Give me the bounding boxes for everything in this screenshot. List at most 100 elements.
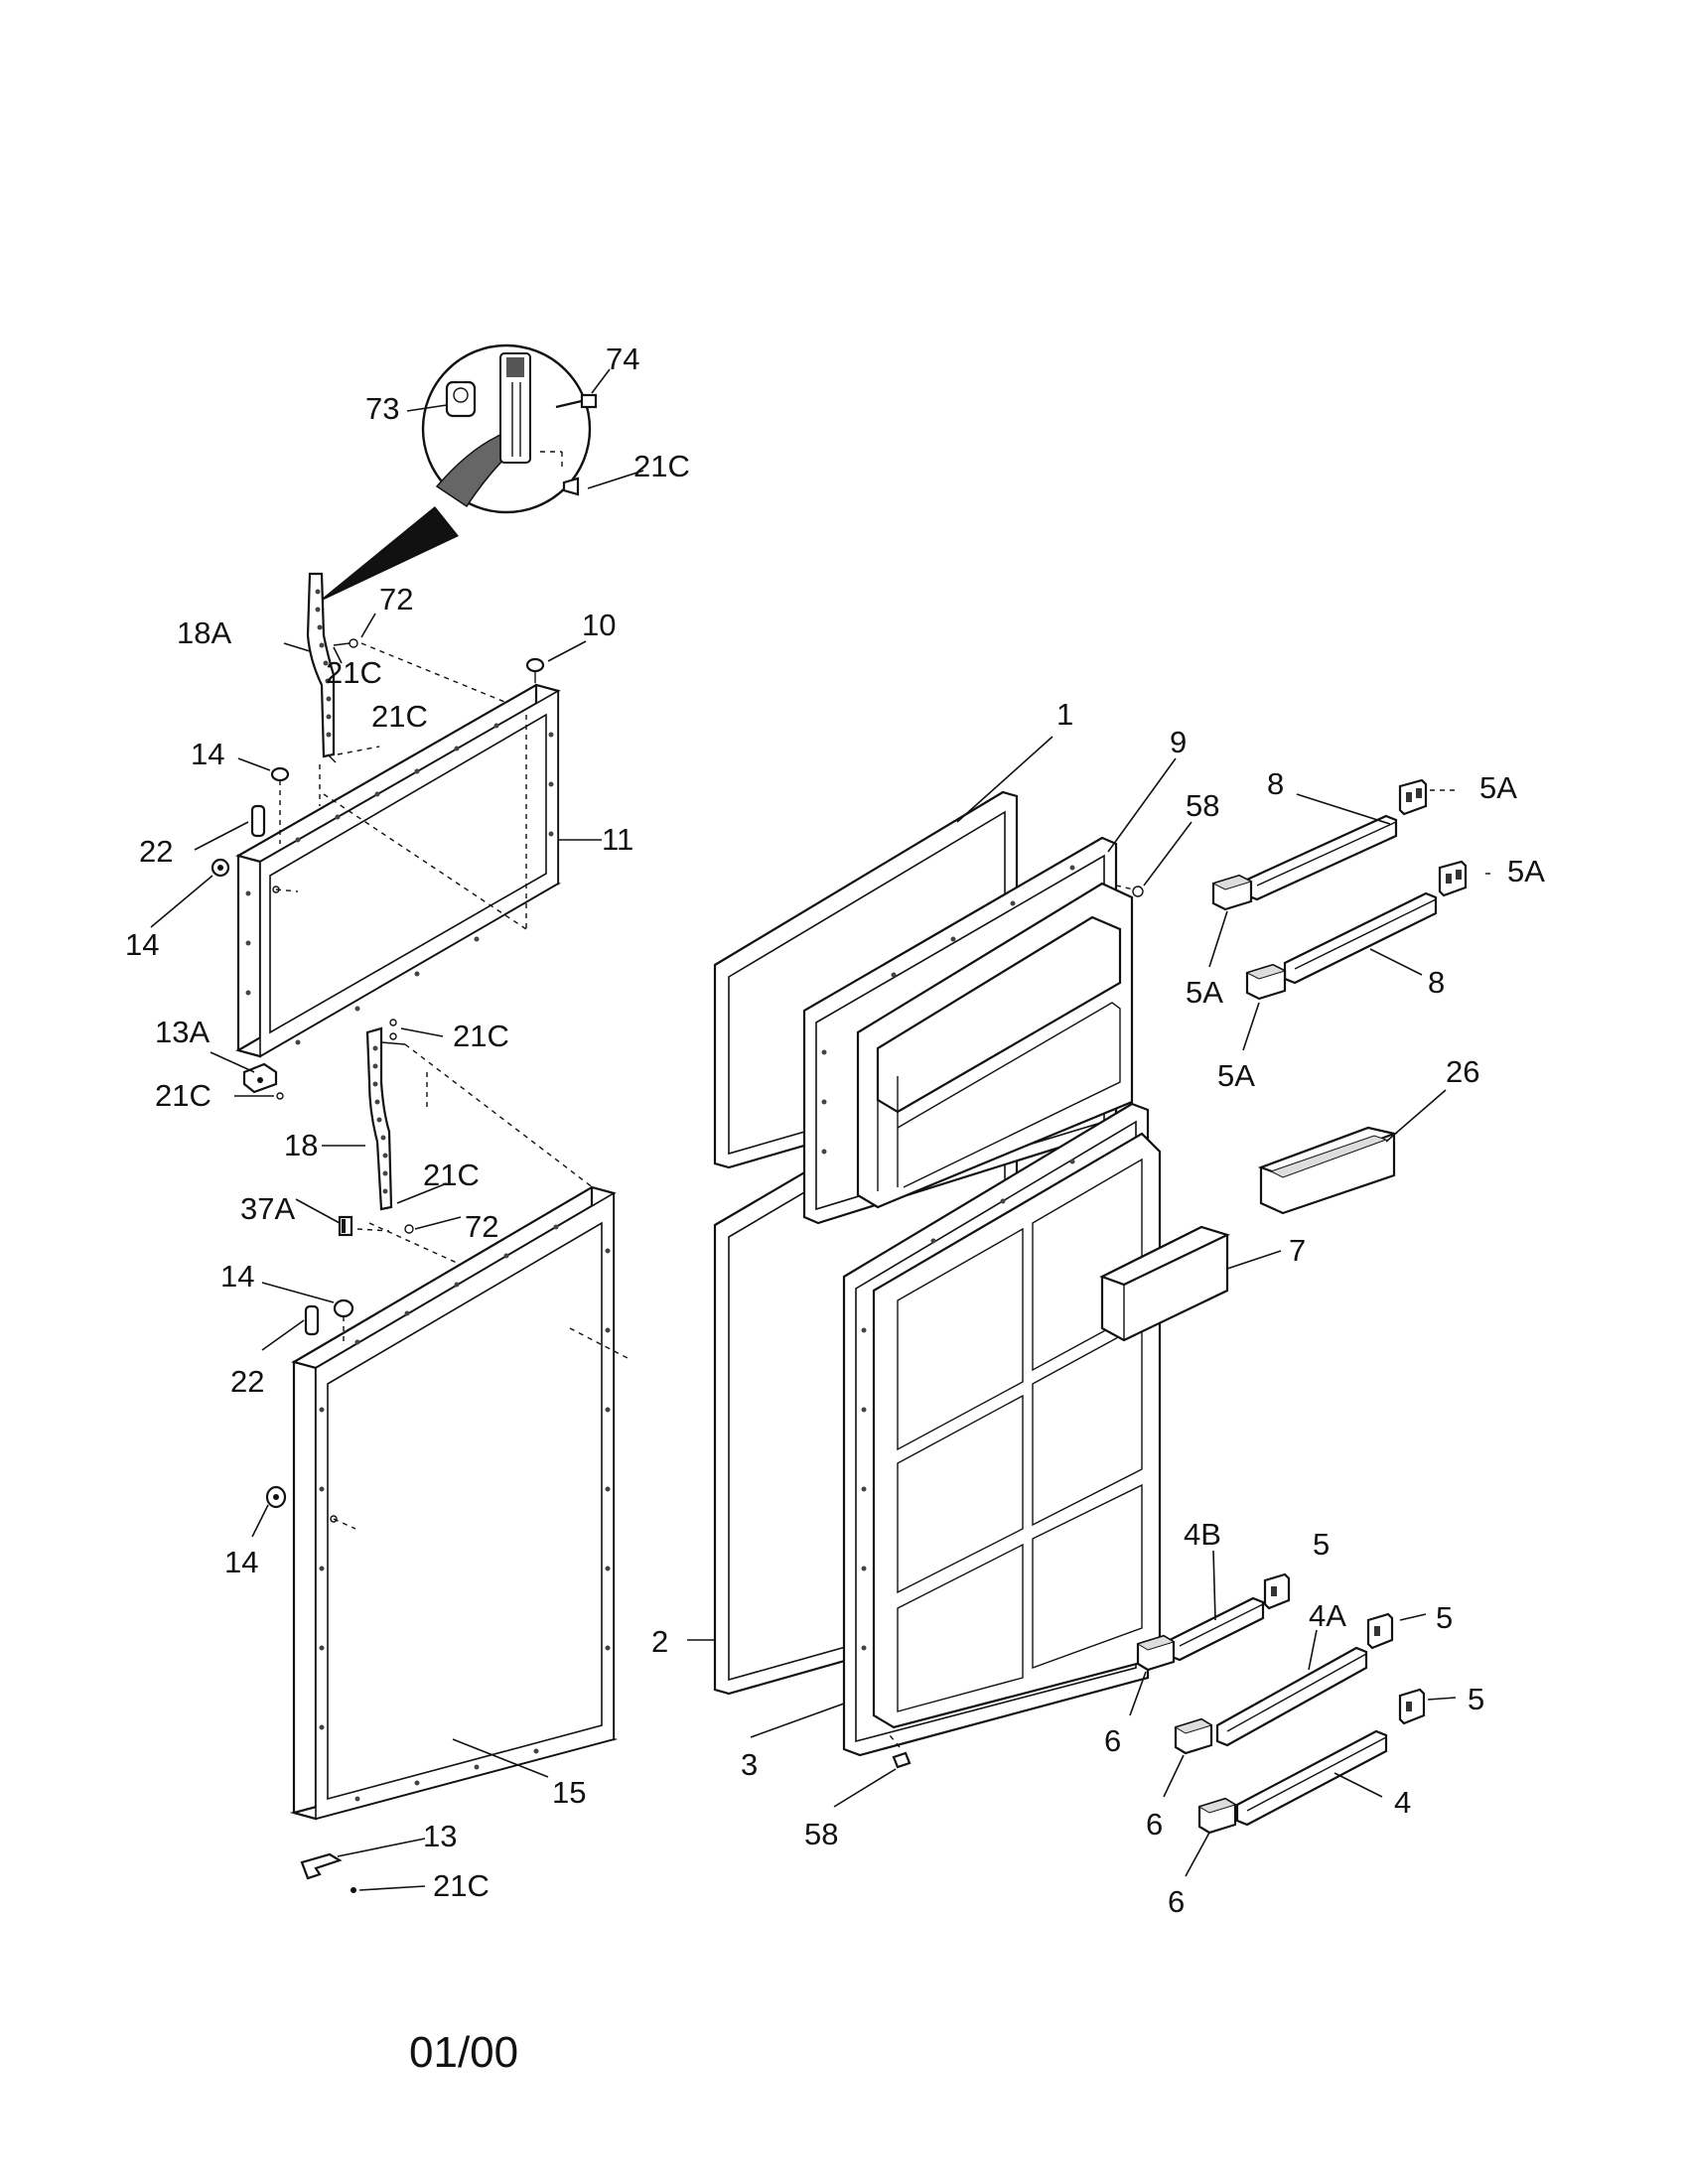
dash-handle-18 — [404, 1043, 599, 1192]
shelf-8-b — [1283, 891, 1438, 985]
label-14-d: 14 — [224, 1545, 258, 1579]
leader-10 — [547, 640, 587, 662]
label-8-a: 8 — [1267, 766, 1284, 801]
plug-14-a — [270, 766, 290, 844]
fresh-food-door-15 — [289, 1185, 629, 1821]
label-7: 7 — [1289, 1233, 1306, 1268]
leader-26 — [1385, 1089, 1447, 1143]
leader-6-b — [1163, 1754, 1185, 1798]
label-4a: 4A — [1309, 1598, 1346, 1633]
label-5a-b: 5A — [1507, 854, 1545, 888]
dash-door-diag — [323, 793, 527, 930]
label-58-b: 58 — [804, 1817, 838, 1851]
label-3: 3 — [741, 1747, 758, 1782]
leader-5-c — [1427, 1697, 1457, 1701]
label-22-b: 22 — [230, 1364, 264, 1399]
label-4b: 4B — [1184, 1517, 1221, 1552]
leader-5a-d — [1242, 1002, 1260, 1051]
cap-5-b — [1366, 1612, 1394, 1650]
dairy-bin-7 — [1099, 1225, 1231, 1342]
label-11: 11 — [602, 822, 633, 857]
freezer-handle-18a — [306, 572, 358, 763]
plug-14-d — [265, 1485, 287, 1509]
callout-labels: 74 73 21C 72 18A 21C 10 21C 14 22 11 14 … — [125, 341, 1545, 1919]
date-code: 01/00 — [409, 2028, 518, 2077]
label-72-b: 72 — [465, 1209, 498, 1244]
label-21c-inset: 21C — [633, 449, 690, 483]
label-5a-c: 5A — [1186, 975, 1223, 1010]
leader-6-a — [1129, 1671, 1147, 1716]
handle-detail-inset — [316, 343, 598, 604]
bracket-37a — [338, 1215, 353, 1237]
label-74: 74 — [606, 341, 639, 376]
shelf-4a — [1215, 1646, 1368, 1747]
leader-14-a — [237, 757, 271, 771]
leader-13 — [337, 1838, 426, 1857]
label-21c-d: 21C — [155, 1078, 211, 1113]
leader-13a — [210, 1051, 255, 1073]
leader-22-a — [194, 821, 249, 851]
leader-58-b — [833, 1768, 897, 1808]
label-5-b: 5 — [1436, 1600, 1453, 1635]
label-26: 26 — [1446, 1054, 1479, 1089]
label-58-a: 58 — [1186, 788, 1219, 823]
label-8-b: 8 — [1428, 965, 1445, 1000]
leader-8-a — [1296, 793, 1391, 825]
leader-37a — [295, 1198, 341, 1224]
label-2: 2 — [651, 1624, 668, 1659]
cap-10 — [525, 657, 545, 683]
leader-1 — [956, 736, 1053, 823]
label-22-a: 22 — [139, 834, 173, 869]
leader-72-b — [414, 1216, 462, 1230]
cap-5a-b — [1211, 874, 1253, 911]
leader-18a — [283, 642, 311, 652]
cap-5a-c — [1438, 860, 1468, 897]
leader-6-c — [1185, 1832, 1210, 1877]
label-37a: 37A — [240, 1191, 295, 1226]
leader-5-b — [1399, 1613, 1427, 1621]
label-21c-b: 21C — [371, 699, 428, 734]
label-72-top: 72 — [379, 582, 413, 616]
label-9: 9 — [1170, 725, 1187, 759]
cap-5-c — [1398, 1688, 1426, 1725]
label-5-a: 5 — [1313, 1527, 1330, 1562]
label-10: 10 — [582, 608, 616, 642]
leader-21c-f — [358, 1885, 426, 1891]
label-21c-e: 21C — [423, 1158, 480, 1192]
cap-6-a — [1136, 1634, 1176, 1672]
label-21c-c: 21C — [453, 1019, 509, 1053]
label-1: 1 — [1056, 697, 1073, 732]
label-73: 73 — [365, 391, 399, 426]
label-21c-f: 21C — [433, 1868, 490, 1903]
label-14-b: 14 — [125, 927, 159, 962]
cap-5a-d — [1245, 963, 1287, 1001]
label-4: 4 — [1394, 1785, 1411, 1820]
leader-21c-e — [396, 1182, 448, 1204]
shelf-4 — [1235, 1729, 1388, 1827]
leader-72-top — [360, 613, 376, 638]
screw-72-b — [404, 1224, 414, 1234]
bushing-22-a — [250, 804, 266, 838]
screw-21c-f — [351, 1887, 356, 1893]
cap-6-c — [1197, 1797, 1237, 1835]
label-14-a: 14 — [191, 737, 224, 771]
butter-bin-26 — [1257, 1126, 1398, 1215]
fresh-food-liner-3 — [842, 1102, 1162, 1757]
leader-4b — [1212, 1550, 1216, 1621]
leader-7 — [1226, 1250, 1282, 1270]
label-21c-a: 21C — [326, 655, 382, 690]
leader-22-b — [261, 1319, 305, 1351]
leader-14-d — [251, 1504, 269, 1538]
label-18a: 18A — [177, 615, 231, 650]
freezer-liner-9 — [802, 836, 1134, 1225]
label-13: 13 — [423, 1819, 457, 1853]
screw-58-b — [889, 1734, 912, 1769]
label-15: 15 — [552, 1775, 586, 1810]
label-13a: 13A — [155, 1015, 210, 1049]
screw-58-a — [1115, 885, 1144, 897]
leader-14-c — [261, 1282, 335, 1303]
label-6-c: 6 — [1168, 1884, 1185, 1919]
leader-14-b — [150, 875, 213, 928]
label-5-c: 5 — [1468, 1682, 1484, 1716]
